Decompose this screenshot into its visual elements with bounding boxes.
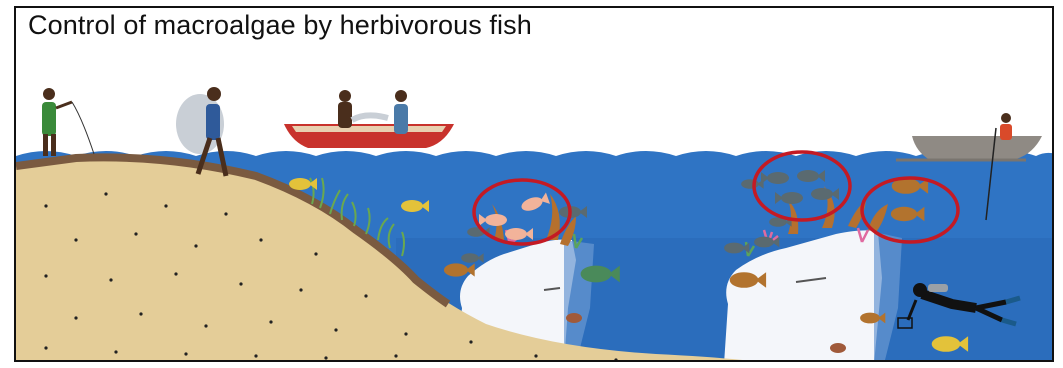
fisher-canoe-2	[394, 90, 408, 134]
diagram-title: Control of macroalgae by herbivorous fis…	[28, 10, 532, 41]
red-canoe	[284, 90, 454, 148]
reef-scene	[16, 8, 1054, 362]
fisher-outrigger	[1000, 113, 1012, 140]
fisher-canoe-1	[338, 90, 352, 128]
diagram-frame: Control of macroalgae by herbivorous fis…	[14, 6, 1054, 362]
fisher-with-line	[42, 88, 94, 156]
